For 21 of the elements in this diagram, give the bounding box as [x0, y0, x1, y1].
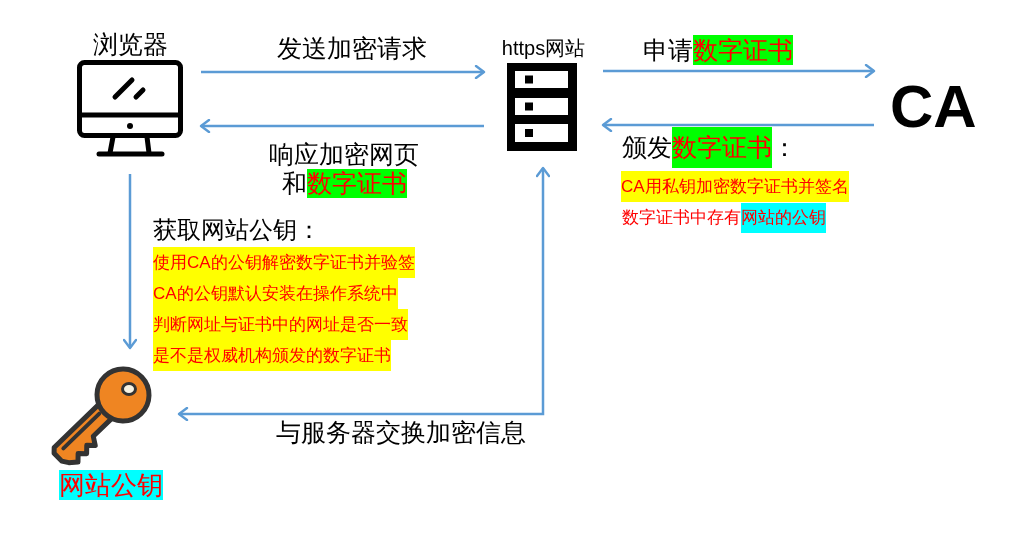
- note-text: 数字证书中存有网站的公钥: [622, 203, 826, 233]
- node-label: CA: [890, 77, 978, 137]
- node-label: 浏览器: [92, 29, 168, 59]
- arrow: [199, 118, 484, 134]
- arrow: [603, 63, 876, 79]
- highlighted-note: CA用私钥加密数字证书并签名: [621, 171, 849, 202]
- edge-label: 获取网站公钥：: [153, 215, 321, 245]
- arrow: [177, 166, 551, 422]
- arrow: [201, 64, 486, 80]
- highlighted-note: CA的公钥默认安装在操作系统中: [153, 278, 398, 309]
- edge-label: 响应加密网页和数字证书: [268, 140, 420, 198]
- node-label: https网站: [501, 36, 586, 60]
- highlighted-note: 判断网址与证书中的网址是否一致: [153, 309, 408, 340]
- edge-label: 发送加密请求: [277, 33, 427, 63]
- edge-label: 申请数字证书: [643, 35, 793, 65]
- node-label: 网站公钥: [59, 470, 163, 500]
- highlighted-note: 是不是权威机构颁发的数字证书: [153, 340, 391, 371]
- highlighted-note: 使用CA的公钥解密数字证书并验签: [153, 247, 415, 278]
- edge-label: 与服务器交换加密信息: [276, 417, 526, 448]
- arrow: [122, 174, 138, 350]
- arrow: [601, 117, 874, 133]
